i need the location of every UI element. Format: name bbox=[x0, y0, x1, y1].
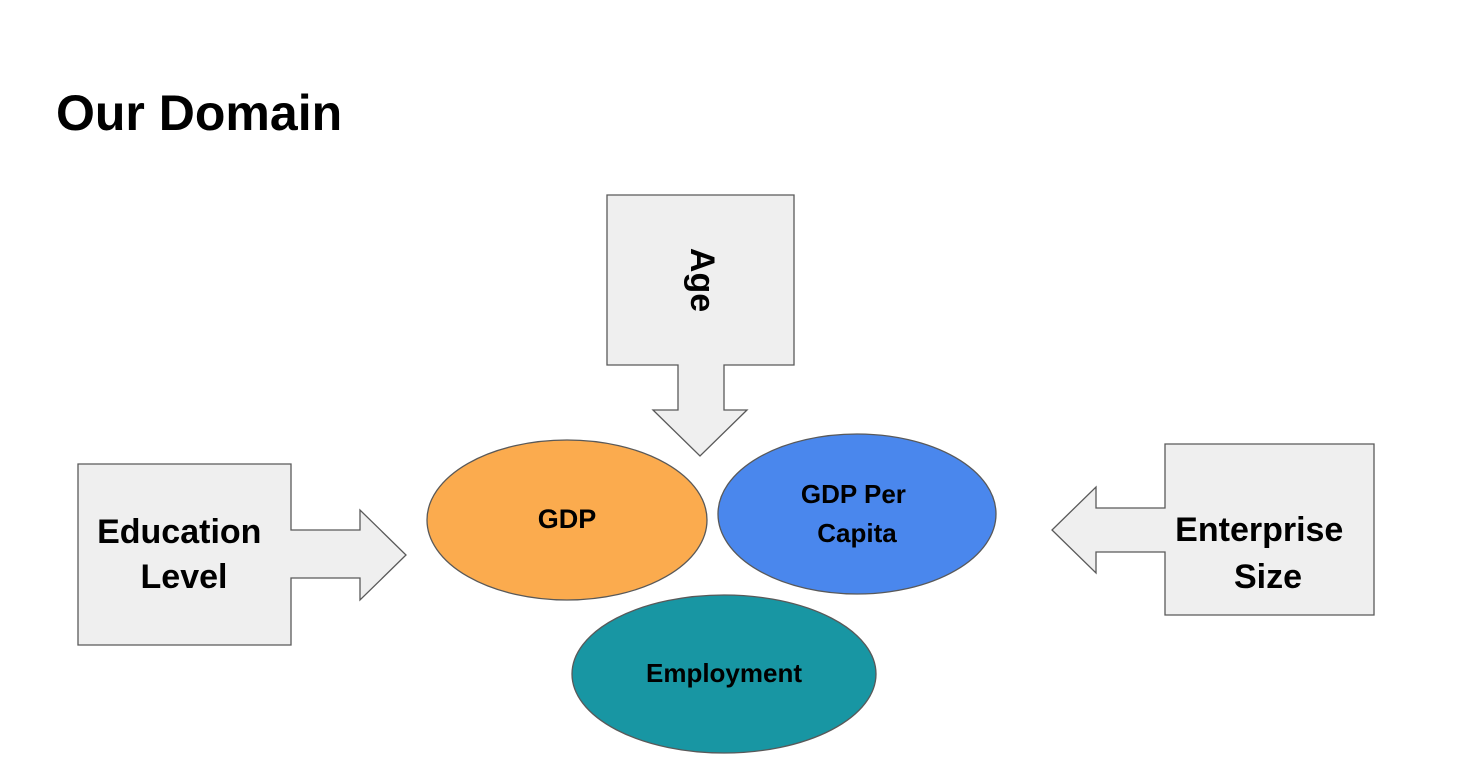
gdp-oval bbox=[426, 439, 708, 601]
education-level-label: Education Level bbox=[97, 513, 271, 596]
enterprise-size-label-line-1: Enterprise bbox=[1175, 511, 1343, 549]
age-callout-label: Age bbox=[683, 248, 721, 312]
slide-title: Our Domain bbox=[56, 85, 343, 141]
employment-oval bbox=[571, 594, 877, 754]
gdp-per-capita-node: GDP Per Capita bbox=[717, 433, 997, 595]
age-callout: Age bbox=[606, 194, 795, 457]
employment-node: Employment bbox=[571, 594, 877, 754]
age-callout-shape bbox=[606, 194, 795, 457]
enterprise-size-callout-shape bbox=[1051, 443, 1375, 616]
enterprise-size-label: Enterprise Size bbox=[1175, 511, 1353, 596]
education-level-callout-shape bbox=[77, 463, 407, 646]
employment-label: Employment bbox=[646, 658, 802, 688]
gdp-label: GDP bbox=[538, 504, 597, 534]
gdp-per-capita-label: GDP Per Capita bbox=[801, 479, 913, 548]
gdp-per-capita-oval bbox=[717, 433, 997, 595]
gdp-per-capita-label-line-1: GDP Per bbox=[801, 479, 906, 509]
gdp-node: GDP bbox=[426, 439, 708, 601]
education-level-label-line-2: Level bbox=[141, 558, 228, 596]
gdp-per-capita-label-line-2: Capita bbox=[817, 518, 897, 548]
education-level-callout: Education Level bbox=[77, 463, 407, 646]
education-level-label-line-1: Education bbox=[97, 513, 261, 551]
enterprise-size-callout: Enterprise Size bbox=[1051, 443, 1375, 616]
enterprise-size-label-line-2: Size bbox=[1234, 558, 1302, 596]
